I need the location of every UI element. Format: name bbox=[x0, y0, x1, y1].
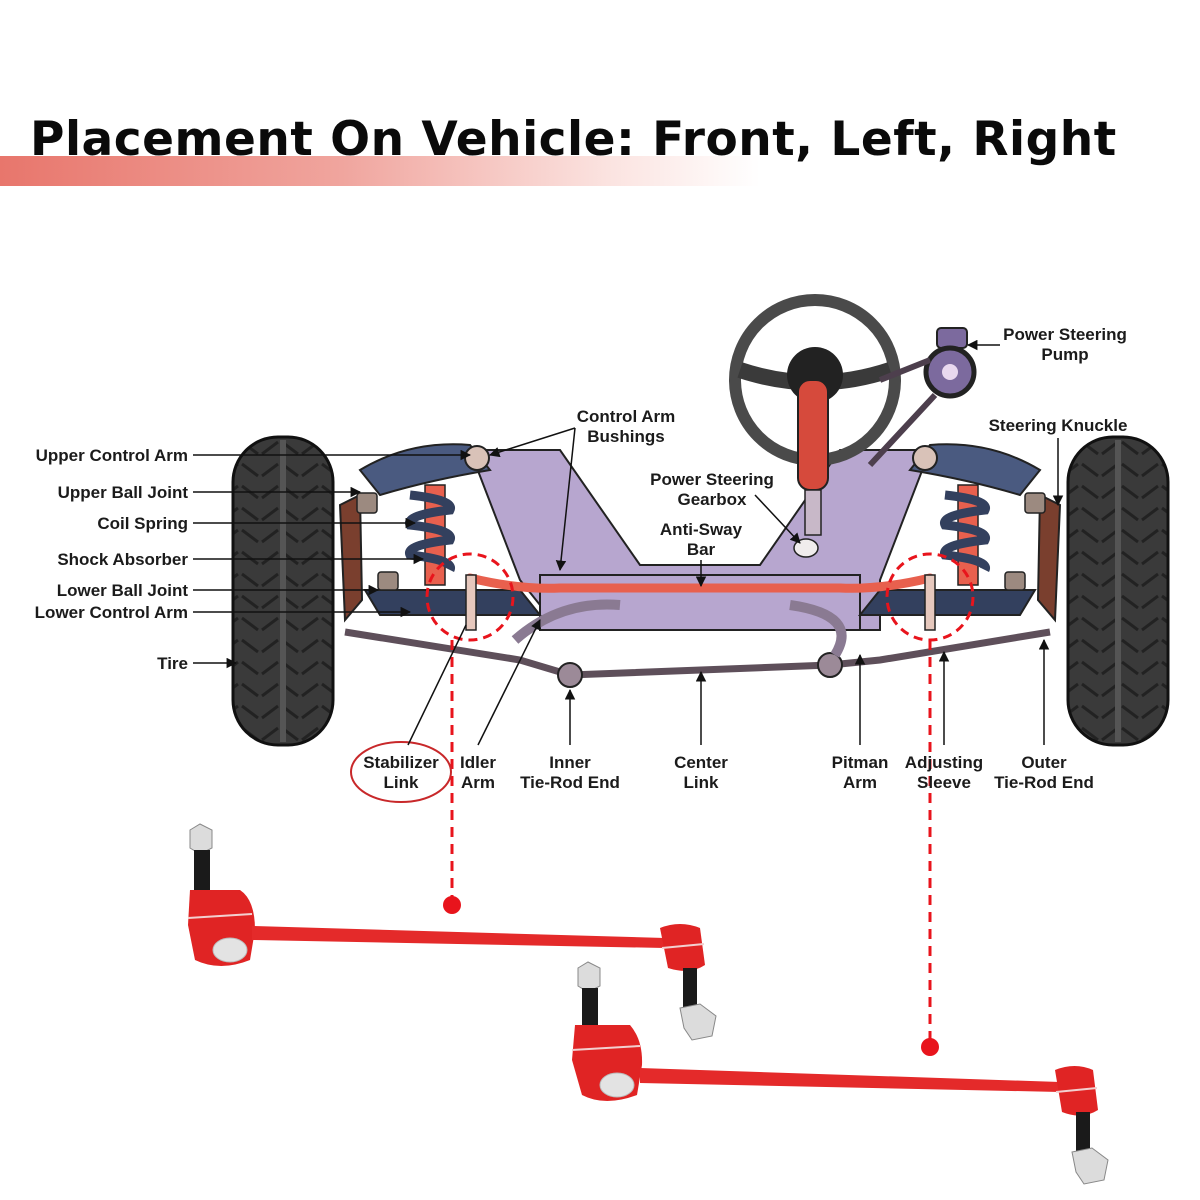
right-lower-control-arm bbox=[857, 589, 1037, 616]
left-steering-knuckle bbox=[338, 493, 364, 623]
left-coil-spring bbox=[405, 484, 455, 586]
label-shock-absorber: Shock Absorber bbox=[57, 550, 425, 569]
label-coil-spring: Coil Spring bbox=[97, 514, 417, 533]
svg-text:Arm: Arm bbox=[843, 773, 877, 792]
svg-text:Power Steering: Power Steering bbox=[650, 470, 774, 489]
left-stabilizer-link-diagram bbox=[465, 574, 477, 631]
svg-text:Stabilizer: Stabilizer bbox=[363, 753, 439, 772]
stabilizer-link-product-1 bbox=[187, 823, 717, 1041]
pitman-arm bbox=[789, 600, 847, 658]
steering-column bbox=[797, 379, 829, 491]
right-tire bbox=[1066, 435, 1170, 747]
svg-text:Tie-Rod End: Tie-Rod End bbox=[994, 773, 1094, 792]
label-lower-ball-joint: Lower Ball Joint bbox=[57, 581, 380, 600]
page-title: Placement On Vehicle: Front, Left, Right bbox=[30, 112, 1117, 167]
left-highlight-circle bbox=[425, 552, 515, 642]
power-steering-pump bbox=[867, 327, 977, 468]
right-connector-dot bbox=[921, 1038, 939, 1056]
svg-text:Power Steering: Power Steering bbox=[1003, 325, 1127, 344]
svg-text:Shock Absorber: Shock Absorber bbox=[57, 550, 188, 569]
left-upper-control-arm bbox=[358, 443, 492, 497]
power-steering-gearbox bbox=[793, 538, 819, 558]
svg-text:Sleeve: Sleeve bbox=[917, 773, 971, 792]
label-upper-control-arm: Upper Control Arm bbox=[36, 446, 472, 465]
svg-text:Lower Ball Joint: Lower Ball Joint bbox=[57, 581, 189, 600]
svg-text:Outer: Outer bbox=[1021, 753, 1067, 772]
svg-text:Link: Link bbox=[384, 773, 419, 792]
svg-text:Tire: Tire bbox=[157, 654, 188, 673]
label-inner-tie-rod-end: Inner Tie-Rod End bbox=[520, 688, 620, 792]
label-lower-control-arm: Lower Control Arm bbox=[35, 603, 412, 622]
right-coil-spring bbox=[940, 484, 990, 586]
svg-text:Gearbox: Gearbox bbox=[678, 490, 748, 509]
label-center-link: Center Link bbox=[674, 670, 728, 792]
tie-rods bbox=[344, 628, 1051, 679]
svg-text:Upper Ball Joint: Upper Ball Joint bbox=[58, 483, 189, 502]
label-steering-knuckle: Steering Knuckle bbox=[989, 416, 1128, 507]
svg-text:Bushings: Bushings bbox=[587, 427, 664, 446]
svg-text:Tie-Rod End: Tie-Rod End bbox=[520, 773, 620, 792]
svg-text:Lower Control Arm: Lower Control Arm bbox=[35, 603, 188, 622]
left-tire bbox=[231, 435, 335, 747]
svg-text:Steering Knuckle: Steering Knuckle bbox=[989, 416, 1128, 435]
label-stabilizer-link: Stabilizer Link bbox=[363, 624, 467, 792]
idler-arm bbox=[511, 599, 621, 644]
label-power-steering-gearbox: Power Steering Gearbox bbox=[650, 470, 801, 544]
svg-text:Bar: Bar bbox=[687, 540, 716, 559]
label-outer-tie-rod-end: Outer Tie-Rod End bbox=[994, 638, 1094, 792]
svg-text:Arm: Arm bbox=[461, 773, 495, 792]
stabilizer-link-product-2 bbox=[571, 961, 1109, 1185]
svg-text:Pitman: Pitman bbox=[832, 753, 889, 772]
title-highlight-band bbox=[0, 156, 760, 186]
svg-text:Inner: Inner bbox=[549, 753, 591, 772]
svg-text:Pump: Pump bbox=[1041, 345, 1088, 364]
svg-text:Center: Center bbox=[674, 753, 728, 772]
label-control-arm-bushings: Control Arm Bushings bbox=[488, 407, 676, 572]
label-idler-arm: Idler Arm bbox=[460, 619, 541, 792]
label-power-steering-pump: Power Steering Pump bbox=[966, 325, 1127, 364]
stabilizer-link-label-circle bbox=[350, 741, 452, 803]
svg-text:Adjusting: Adjusting bbox=[905, 753, 983, 772]
label-upper-ball-joint: Upper Ball Joint bbox=[58, 483, 362, 502]
svg-text:Coil Spring: Coil Spring bbox=[97, 514, 188, 533]
svg-text:Idler: Idler bbox=[460, 753, 496, 772]
label-tire: Tire bbox=[157, 654, 238, 673]
svg-text:Link: Link bbox=[684, 773, 719, 792]
label-adjusting-sleeve: Adjusting Sleeve bbox=[905, 650, 983, 792]
svg-text:Anti-Sway: Anti-Sway bbox=[660, 520, 743, 539]
label-anti-sway-bar: Anti-Sway Bar bbox=[660, 520, 743, 588]
right-stabilizer-link-diagram bbox=[924, 574, 936, 631]
svg-text:Control Arm: Control Arm bbox=[577, 407, 676, 426]
left-connector-dot bbox=[443, 896, 461, 914]
svg-text:Upper Control Arm: Upper Control Arm bbox=[36, 446, 188, 465]
anti-sway-bar bbox=[465, 573, 935, 593]
label-pitman-arm: Pitman Arm bbox=[832, 653, 889, 792]
right-upper-control-arm bbox=[908, 443, 1042, 497]
